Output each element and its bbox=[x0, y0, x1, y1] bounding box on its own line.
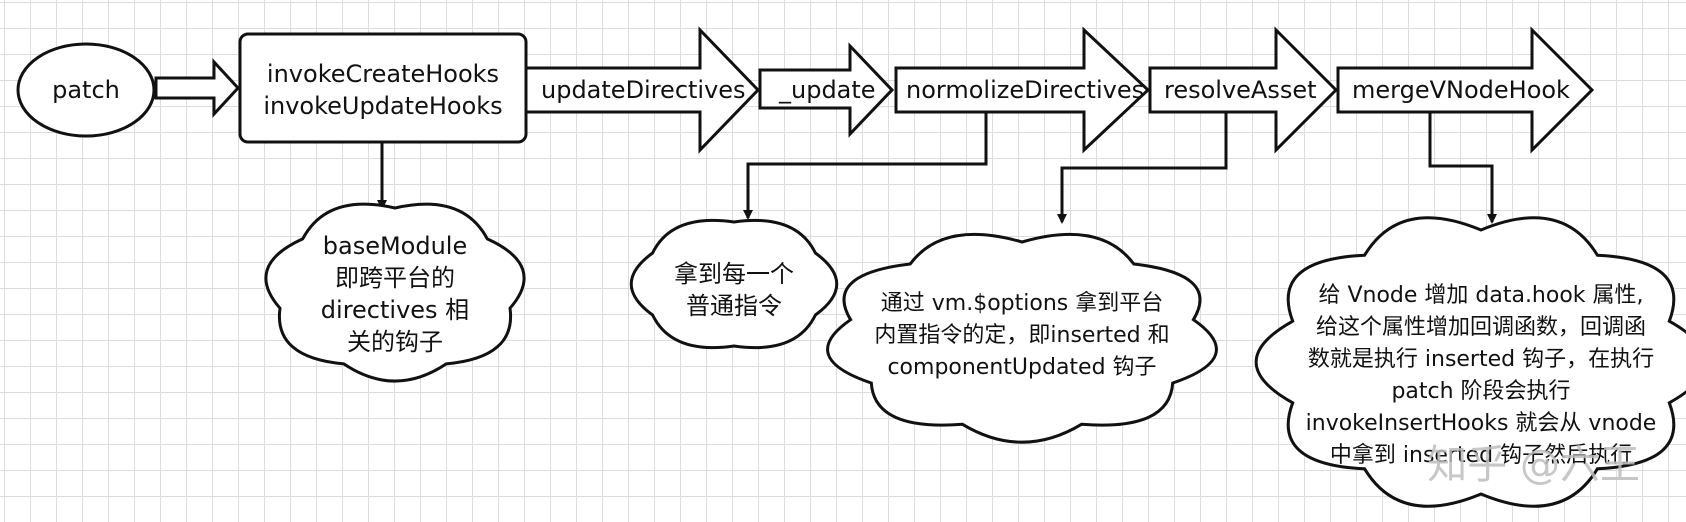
normal-directive-cloud bbox=[629, 218, 839, 350]
invoke-create-hooks-label: invokeCreateHooks bbox=[267, 60, 499, 88]
merge-cloud-line-6: 中拿到 inserted 钩子然后执行 bbox=[1330, 442, 1632, 468]
patch-to-hooks-arrow bbox=[154, 58, 241, 118]
update-directives-arrow bbox=[524, 26, 761, 154]
merge-cloud-line-4: patch 阶段会执行 bbox=[1391, 379, 1570, 404]
options-cloud bbox=[826, 232, 1218, 444]
options-cloud-line-3: componentUpdated 钩子 bbox=[887, 355, 1156, 380]
update-directives-label: updateDirectives bbox=[541, 76, 746, 104]
resolve-to-options-connector bbox=[1057, 112, 1228, 224]
normal-cloud-line-1: 拿到每一个 bbox=[674, 260, 794, 288]
base-cloud-line-4: 关的钩子 bbox=[347, 328, 443, 356]
update-arrow bbox=[758, 42, 895, 138]
merge-to-info-connector bbox=[1428, 112, 1497, 224]
normolize-directives-label: normolizeDirectives bbox=[906, 76, 1144, 104]
merge-cloud-line-3: 数就是执行 inserted 钩子，在执行 bbox=[1308, 347, 1654, 372]
merge-cloud-line-5: invokeInsertHooks 就会从 vnode bbox=[1306, 411, 1657, 436]
watermark: 知乎 @六王 bbox=[1427, 442, 1640, 488]
merge-cloud-line-1: 给 Vnode 增加 data.hook 属性, bbox=[1318, 283, 1643, 308]
patch-label: patch bbox=[52, 76, 120, 104]
normolize-directives-arrow bbox=[894, 26, 1151, 154]
resolve-asset-label: resolveAsset bbox=[1164, 76, 1317, 104]
resolve-asset-arrow bbox=[1148, 26, 1339, 154]
merge-info-cloud bbox=[1254, 216, 1686, 508]
base-cloud-line-1: baseModule bbox=[323, 232, 467, 260]
normolize-to-normal-connector bbox=[743, 112, 988, 220]
merge-vnode-hook-label: mergeVNodeHook bbox=[1352, 76, 1570, 104]
merge-cloud-line-2: 给这个属性增加回调函数，回调函 bbox=[1316, 315, 1646, 340]
base-module-cloud bbox=[264, 202, 526, 383]
base-cloud-line-3: directives 相 bbox=[321, 296, 469, 324]
base-cloud-line-2: 即跨平台的 bbox=[335, 264, 455, 292]
hooks-box bbox=[238, 32, 528, 144]
patch-node bbox=[16, 42, 156, 138]
update-label: _update bbox=[778, 76, 876, 104]
merge-vnode-hook-arrow bbox=[1336, 26, 1595, 154]
normal-cloud-line-2: 普通指令 bbox=[686, 292, 782, 320]
options-cloud-line-1: 通过 vm.$options 拿到平台 bbox=[881, 290, 1163, 316]
invoke-update-hooks-label: invokeUpdateHooks bbox=[263, 92, 502, 120]
options-cloud-line-2: 内置指令的定，即inserted 和 bbox=[874, 323, 1169, 348]
